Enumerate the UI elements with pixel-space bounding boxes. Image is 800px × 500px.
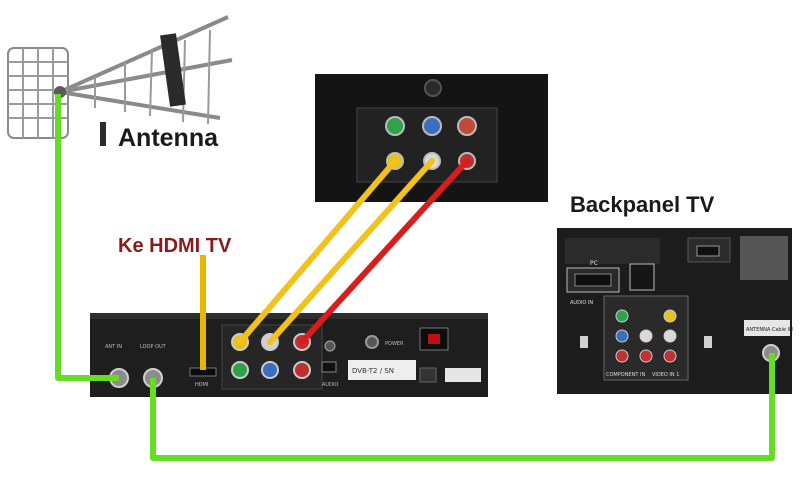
green-jack	[385, 116, 405, 136]
antenna-label: Antenna	[118, 124, 219, 152]
power-port	[365, 335, 379, 349]
antenna-in-tag	[744, 320, 790, 336]
audio-label: AUDIO	[322, 382, 338, 388]
antenna-to-stb-cable	[55, 94, 119, 381]
ke-hdmi-tv-label: Ke HDMI TV	[118, 235, 232, 257]
component-in-label: COMPONENT IN	[606, 372, 645, 378]
video-in-label: VIDEO IN 1	[652, 372, 679, 378]
antenna-icon	[7, 15, 233, 146]
sticker	[348, 360, 416, 380]
red-cable	[299, 158, 470, 345]
ant-in-label: ANT IN	[105, 344, 122, 350]
backpanel-tv-label: Backpanel TV	[570, 192, 715, 217]
power-label: POWER	[385, 341, 404, 347]
yellow-cable-2	[267, 158, 435, 345]
red-jack	[457, 116, 477, 136]
antenna-cable-in-label: ANTENNA Cable IN	[746, 327, 793, 333]
yellow-cable-1	[237, 158, 398, 345]
sticker-text: DVB-T2 / SN	[352, 367, 394, 375]
audio-in-label: AUDIO IN	[570, 300, 593, 306]
antenna-reflector	[7, 47, 69, 139]
cables	[55, 94, 775, 461]
settop-box-panel: ANT IN LOOP OUT HDMI AUDIO POWER DVB-T2 …	[90, 313, 488, 397]
loop-out-label: LOOP OUT	[140, 344, 167, 350]
blue-jack	[422, 116, 442, 136]
tv-component-panel	[315, 74, 548, 202]
hdmi-label: HDMI	[195, 382, 208, 388]
stb-to-tv-cable	[150, 353, 775, 461]
backpanel-tv: PC AUDIO IN COMPONENT IN VIDEO IN 1 ANTE…	[557, 228, 793, 394]
audio-in-port	[629, 263, 655, 291]
pc-label: PC	[590, 260, 598, 267]
